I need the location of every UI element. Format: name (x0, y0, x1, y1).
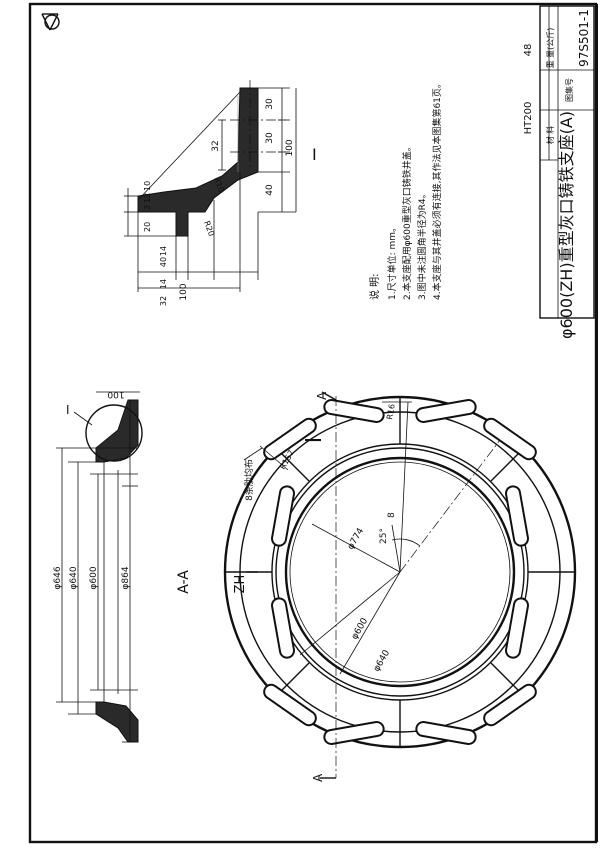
detail-label: I (312, 145, 317, 164)
section-dia-640: φ640 (69, 566, 79, 589)
note-2: 2.本支座配用φ600重型灰口铸铁井盖。 (401, 142, 413, 300)
section-dia-600: φ600 (89, 566, 99, 589)
outer-frame-right (596, 4, 598, 842)
dia-774: φ774 (346, 526, 366, 551)
dim-b40: 40 (159, 257, 168, 267)
corner-mark (41, 13, 60, 31)
notes-heading: 说 明: (368, 273, 381, 300)
atlas-number: 97S501-1 (577, 9, 591, 67)
dim-8: 8 (387, 512, 397, 518)
section-dim-100: 100 (107, 389, 124, 399)
dim-30a: 30 (265, 98, 275, 110)
dim-b100: 100 (179, 283, 189, 300)
section-dia-864: φ864 (121, 566, 131, 589)
rib-note: 8条肋均布 (243, 459, 255, 501)
dim-12: 12 (143, 193, 152, 203)
section-dia-646: φ646 (53, 566, 63, 589)
section-a-a (56, 391, 143, 743)
angle-25: 25° (379, 528, 389, 544)
dim-b14: 14 (159, 279, 168, 289)
weight-value: 48 (523, 44, 534, 57)
note-3: 3.图中未注圆角半径为R4。 (416, 189, 428, 300)
weight-label: 重 量(公斤) (545, 28, 555, 69)
dim-40: 40 (265, 184, 275, 196)
dim-b14b: 14 (159, 246, 168, 256)
section-label: A-A (176, 570, 192, 594)
dim-32: 32 (211, 140, 221, 151)
drawing-title: φ600(ZH)重型灰口铸铁支座(A) (557, 111, 576, 339)
material-value: HT200 (523, 102, 534, 135)
zh-mark: ZH (233, 575, 248, 594)
dim-20: 20 (143, 222, 152, 232)
dim-100v: 100 (285, 139, 295, 156)
dia-600: φ600 (350, 616, 370, 641)
note-4: 4.本支座与其井盖必须有连接,其作法见本图集第61页。 (431, 79, 443, 300)
atlas-label: 图集号 (564, 78, 574, 102)
detail-profile (124, 80, 297, 292)
section-arrow-a-bottom: A (311, 773, 325, 782)
section-arrow-a-top: A (315, 391, 329, 400)
section-detail-ref: I (66, 403, 70, 417)
dia-640: φ640 (372, 648, 392, 673)
material-label: 材 料 (545, 126, 555, 145)
dim-b32: 32 (159, 296, 168, 306)
slot-group (263, 399, 537, 745)
plan-view (223, 391, 577, 779)
dim-3: 3 (143, 205, 152, 210)
note-1: 1.尺寸单位: mm。 (386, 223, 398, 300)
title-block (539, 5, 595, 319)
radius-r16: R16 (385, 403, 397, 420)
dim-10: 10 (143, 181, 152, 191)
dim-30b: 30 (265, 132, 275, 144)
